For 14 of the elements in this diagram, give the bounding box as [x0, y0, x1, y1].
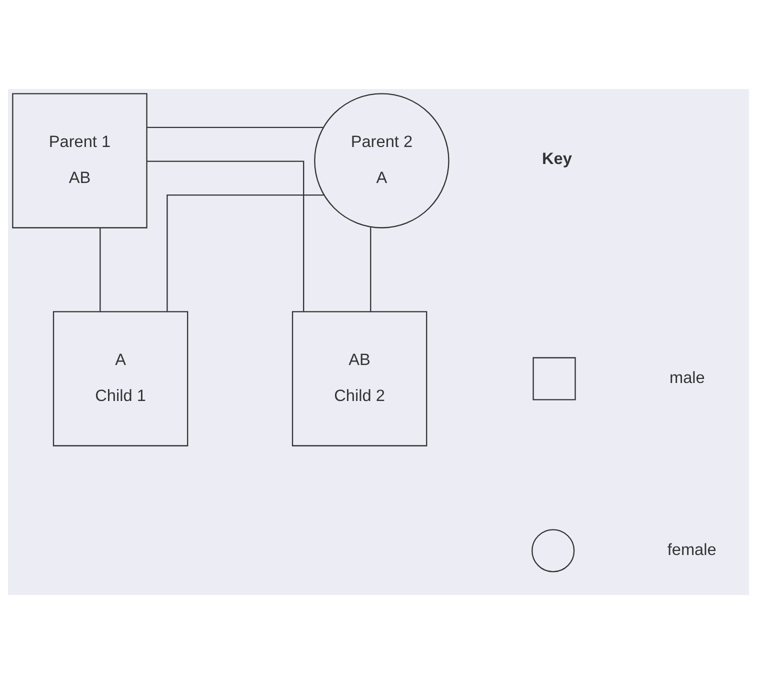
connector — [370, 226, 372, 312]
node-circle: Parent 2 A — [314, 92, 450, 228]
node-box: AB Child 2 — [292, 310, 428, 446]
node-box — [532, 356, 576, 400]
node-box: Parent 1 AB — [12, 92, 148, 228]
legend-label: female — [667, 540, 716, 559]
legend-label: male — [669, 368, 705, 387]
connector — [146, 160, 304, 311]
label: Key — [542, 149, 572, 168]
node-box: A Child 1 — [52, 310, 188, 446]
connector — [147, 126, 324, 128]
connector — [166, 194, 324, 311]
node-circle — [532, 528, 575, 572]
connector — [100, 227, 101, 311]
